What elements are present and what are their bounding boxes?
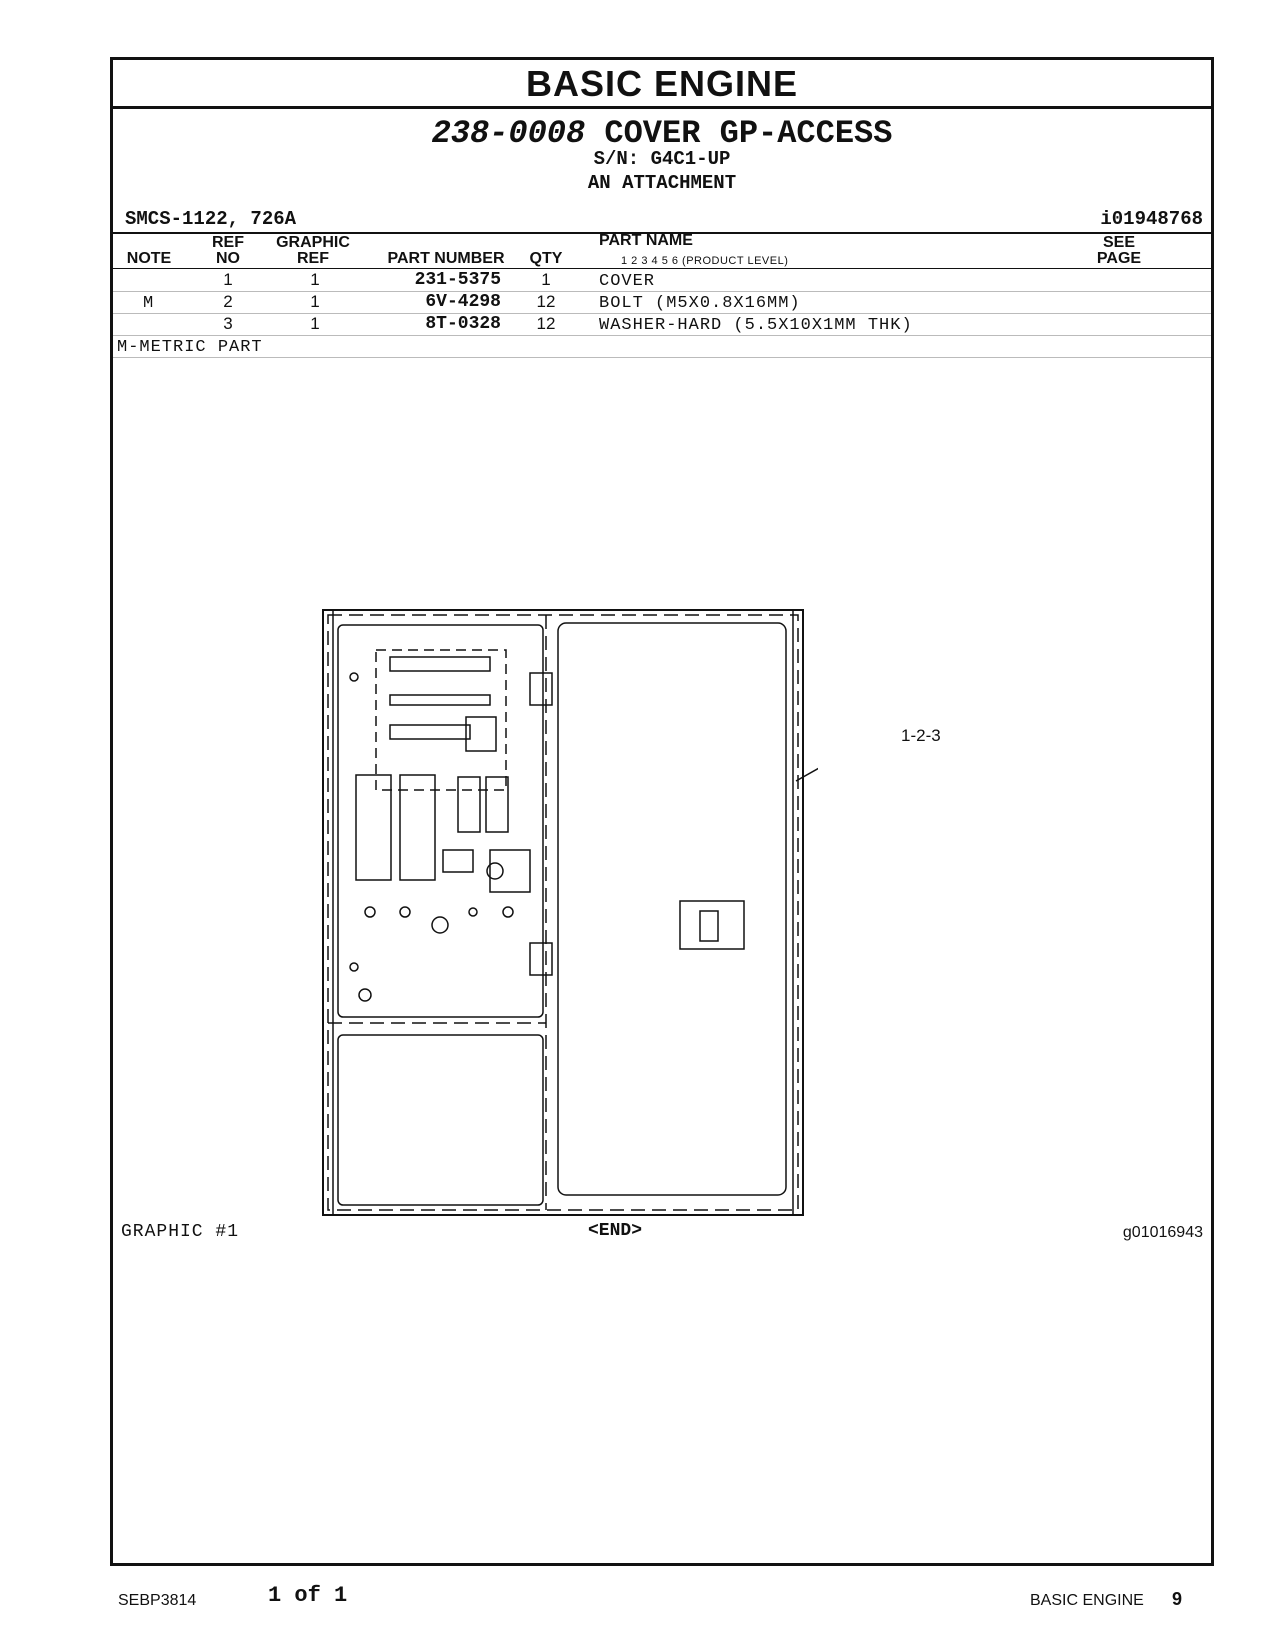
illustration-id: i01948768	[1100, 208, 1203, 230]
col-see-page-2: PAGE	[1096, 250, 1142, 267]
row-qty: 1	[541, 270, 551, 289]
graphic-id: g01016943	[1122, 1224, 1203, 1241]
row-graphic-ref: 1	[310, 270, 320, 289]
col-note: NOTE	[126, 250, 172, 267]
row-note: M	[143, 294, 155, 313]
group-name: COVER GP-ACCESS	[604, 115, 893, 152]
row-part-number: 231-5375	[414, 270, 501, 290]
footer-section: BASIC ENGINE	[1030, 1592, 1144, 1609]
callout-label: 1-2-3	[901, 726, 941, 745]
row-ref-no: 2	[223, 292, 233, 311]
row-graphic-ref: 1	[310, 292, 320, 311]
row-part-name: BOLT (M5X0.8X16MM)	[599, 294, 801, 313]
row-rule	[113, 335, 1211, 336]
serial-number: S/N: G4C1-UP	[593, 148, 731, 170]
row-ref-no: 3	[223, 314, 233, 333]
row-part-number: 8T-0328	[425, 314, 501, 334]
metric-footnote: M-METRIC PART	[117, 338, 263, 357]
row-part-name: WASHER-HARD (5.5X10X1MM THK)	[599, 316, 913, 335]
col-see-page-1: SEE	[1102, 234, 1135, 251]
attachment-label: AN ATTACHMENT	[587, 172, 737, 194]
row-rule	[113, 291, 1211, 292]
col-part-number: PART NUMBER	[387, 250, 505, 267]
row-ref-no: 1	[223, 270, 233, 289]
row-qty: 12	[536, 292, 556, 311]
product-level: 1 2 3 4 5 6 (PRODUCT LEVEL)	[621, 255, 789, 267]
footer-doc-id: SEBP3814	[118, 1592, 197, 1609]
access-cover-drawing	[322, 609, 818, 1216]
col-ref-no-2: NO	[216, 250, 240, 267]
row-graphic-ref: 1	[310, 314, 320, 333]
col-ref-no-1: REF	[212, 234, 244, 251]
row-qty: 12	[536, 314, 556, 333]
group-number: 238-0008	[431, 115, 586, 152]
col-graphic-ref-2: REF	[297, 250, 329, 267]
col-part-name: PART NAME	[599, 232, 693, 249]
smcs-code: SMCS-1122, 726A	[125, 208, 297, 230]
row-rule	[113, 357, 1211, 358]
page-frame: BASIC ENGINE 238-0008 COVER GP-ACCESS S/…	[110, 57, 1214, 1566]
col-qty: QTY	[529, 250, 563, 267]
row-rule	[113, 313, 1211, 314]
section-title: BASIC ENGINE	[113, 60, 1211, 109]
footer-page-of: 1 of 1	[268, 1583, 348, 1608]
divider	[113, 232, 1211, 234]
row-part-name: COVER	[599, 272, 656, 291]
col-graphic-ref-1: GRAPHIC	[276, 234, 350, 251]
footer-page-number: 9	[1172, 1589, 1183, 1609]
row-part-number: 6V-4298	[425, 292, 501, 312]
end-marker: <END>	[588, 1221, 643, 1241]
header-rule	[113, 268, 1211, 269]
group-title: 238-0008 COVER GP-ACCESS	[113, 115, 1211, 152]
graphic-label: GRAPHIC #1	[121, 1222, 240, 1242]
